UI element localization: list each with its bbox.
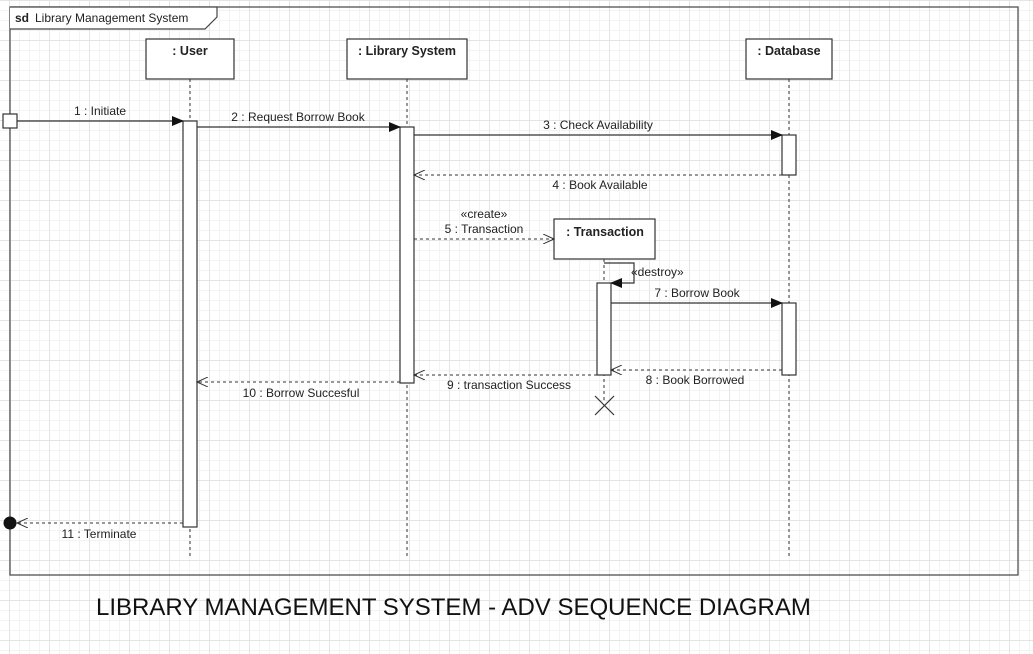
message-11-label: 11 : Terminate <box>62 527 137 541</box>
found-message-gate <box>2 113 18 129</box>
participant-library-system: : Library System <box>346 38 468 80</box>
message-8-label: 8 : Book Borrowed <box>646 373 745 387</box>
message-10-label: 10 : Borrow Succesful <box>243 386 360 400</box>
user-activation <box>182 120 198 528</box>
message-6-stereotype: «destroy» <box>631 265 684 279</box>
lost-message-endpoint <box>3 516 17 530</box>
message-8: 8 : Book Borrowed <box>611 370 782 387</box>
participant-user: : User <box>145 38 235 80</box>
diagram-frame: sd Library Management System <box>9 6 1019 576</box>
message-2: 2 : Request Borrow Book <box>197 110 401 132</box>
participant-library-system-label: : Library System <box>358 44 456 58</box>
message-7: 7 : Borrow Book <box>611 286 783 308</box>
frame-title: Library Management System <box>35 11 188 25</box>
message-1-label: 1 : Initiate <box>74 104 126 118</box>
transaction-activation <box>596 282 612 376</box>
participant-transaction-label: : Transaction <box>566 225 644 239</box>
message-4-label: 4 : Book Available <box>552 178 648 192</box>
database-activation-2 <box>781 302 797 376</box>
message-6-destroy: «destroy» <box>604 262 684 288</box>
message-5-label: 5 : Transaction <box>445 222 524 236</box>
message-9-label: 9 : transaction Success <box>447 378 571 392</box>
destroy-mark-icon <box>594 395 615 416</box>
activation-bars <box>182 120 797 528</box>
participant-user-label: : User <box>172 44 208 58</box>
participant-database-label: : Database <box>757 44 820 58</box>
participant-database: : Database <box>745 38 833 80</box>
frame-keyword: sd <box>15 11 29 25</box>
message-3: 3 : Check Availability <box>414 118 783 140</box>
participant-transaction: : Transaction <box>553 218 656 260</box>
message-7-label: 7 : Borrow Book <box>654 286 740 300</box>
message-11: 11 : Terminate <box>3 516 183 541</box>
message-2-label: 2 : Request Borrow Book <box>231 110 365 124</box>
database-activation-1 <box>781 134 797 176</box>
message-5-stereotype: «create» <box>461 207 508 221</box>
message-3-label: 3 : Check Availability <box>543 118 653 132</box>
diagram-caption: LIBRARY MANAGEMENT SYSTEM - ADV SEQUENCE… <box>96 594 811 621</box>
library-system-activation <box>399 126 415 384</box>
message-1: 1 : Initiate <box>17 104 184 126</box>
message-5: «create» 5 : Transaction <box>414 207 554 239</box>
message-9: 9 : transaction Success <box>414 375 597 392</box>
message-4: 4 : Book Available <box>414 175 782 192</box>
message-10: 10 : Borrow Succesful <box>197 382 400 400</box>
lifelines <box>189 79 790 557</box>
